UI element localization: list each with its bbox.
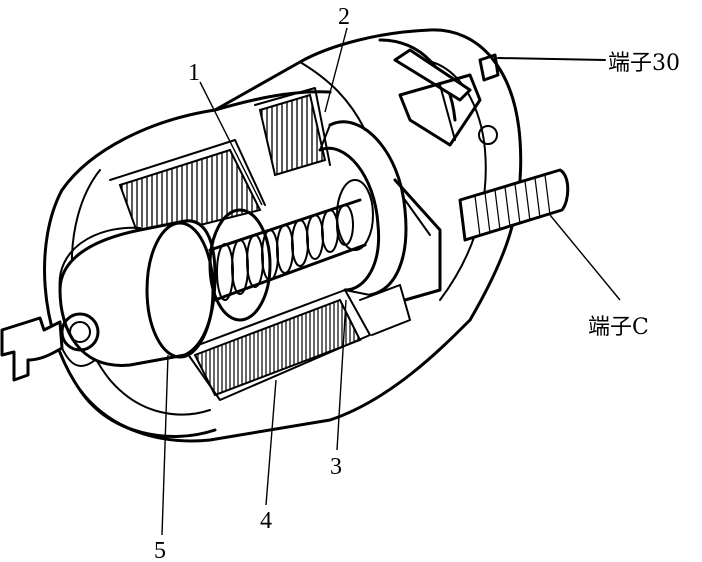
plunger xyxy=(58,219,217,367)
front-clevis xyxy=(0,312,100,382)
terminal-c-stud xyxy=(458,168,570,242)
housing xyxy=(43,28,523,443)
label-terminal-c: 端子C xyxy=(588,315,649,340)
label-part-5: 5 xyxy=(154,538,166,562)
label-part-2: 2 xyxy=(338,4,350,30)
label-terminal-30: 端子30 xyxy=(608,51,680,76)
label-part-3: 3 xyxy=(330,454,342,480)
label-part-1: 1 xyxy=(188,60,200,86)
upper-winding xyxy=(109,87,331,242)
terminal-30-bracket xyxy=(393,48,606,147)
labels: 1 2 3 4 5 端子30 端子C xyxy=(154,4,680,562)
leader-lines xyxy=(161,27,621,536)
contact-disc xyxy=(318,120,442,302)
lower-winding xyxy=(184,284,411,401)
label-part-4: 4 xyxy=(260,508,272,534)
shaft-spring xyxy=(208,179,374,322)
